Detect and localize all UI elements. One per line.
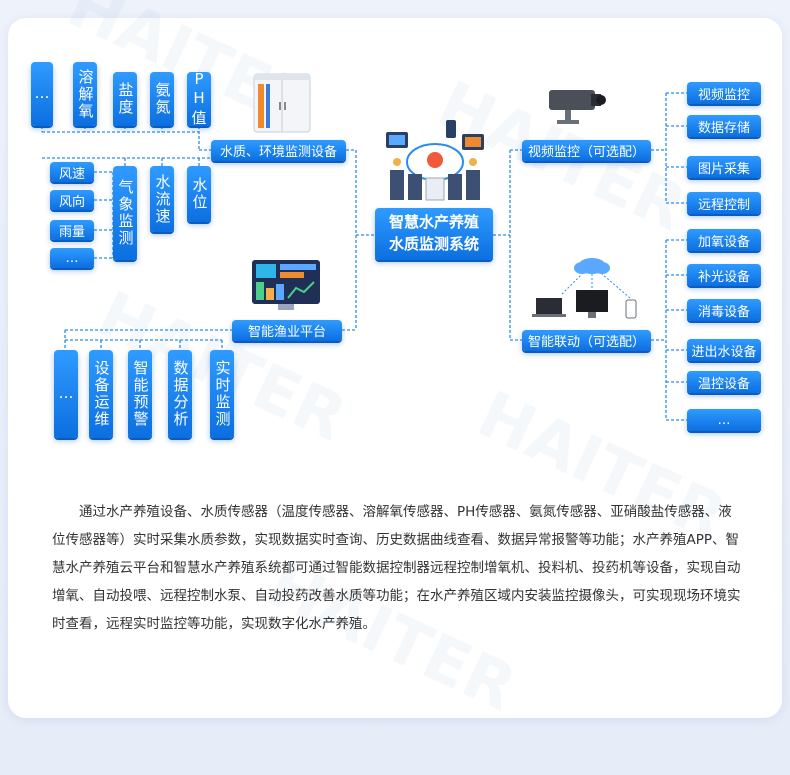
linkage-item-oxygen: 加氧设备 <box>687 229 761 251</box>
weather-item-wind-direction: 风向 <box>50 190 94 210</box>
linkage-item-light: 补光设备 <box>687 264 761 286</box>
linkage-item-temperature: 温控设备 <box>687 371 761 393</box>
linkage-item-disinfect: 消毒设备 <box>687 299 761 321</box>
video-item-monitor: 视频监控 <box>687 82 761 104</box>
water-env-label: 水质、环境监测设备 <box>211 140 346 161</box>
video-monitor-label: 视频监控（可选配） <box>522 140 651 161</box>
system-illustration-icon <box>386 120 484 201</box>
weather-monitor-box: 气象监测 <box>113 166 137 260</box>
weather-item-more: … <box>50 248 94 268</box>
description-text: 通过水产养殖设备、水质传感器（温度传感器、溶解氧传感器、PH传感器、氨氮传感器、… <box>52 504 741 632</box>
center-line-2: 水质监测系统 <box>388 235 479 253</box>
center-line-1: 智慧水产养殖 <box>388 213 479 232</box>
weather-item-wind-speed: 风速 <box>50 162 94 182</box>
water-env-item-ammonia: 氨氮 <box>150 72 174 126</box>
fishery-item-warning: 智能预警 <box>128 350 152 438</box>
monitoring-cabinet-icon <box>253 73 311 133</box>
devices-cloud-icon <box>532 258 637 319</box>
fishery-platform-label: 智能渔业平台 <box>232 320 342 341</box>
fishery-item-maintenance: 设备运维 <box>89 350 113 438</box>
linkage-item-more: … <box>687 409 761 431</box>
water-env-item-salinity: 盐度 <box>113 72 137 126</box>
camera-icon <box>549 90 606 124</box>
linkage-item-water-inout: 进出水设备 <box>687 339 761 361</box>
center-system-box: 智慧水产养殖 水质监测系统 <box>375 208 493 260</box>
video-item-storage: 数据存储 <box>687 115 761 137</box>
video-item-image: 图片采集 <box>687 156 761 178</box>
water-env-item-ph: PH值 <box>187 69 211 127</box>
weather-item-rainfall: 雨量 <box>50 220 94 240</box>
video-item-remote: 远程控制 <box>687 192 761 214</box>
water-flow-box: 水流速 <box>150 166 174 232</box>
fishery-item-analysis: 数据分析 <box>168 350 192 438</box>
water-env-item-do: 溶解氧 <box>73 62 97 126</box>
linkage-label: 智能联动（可选配） <box>522 330 651 351</box>
water-env-item-more: … <box>31 62 53 126</box>
ph-text: PH值 <box>191 69 207 127</box>
fishery-dashboard-icon <box>252 260 320 310</box>
fishery-item-more: … <box>54 350 78 438</box>
water-level-box: 水位 <box>187 166 211 222</box>
fishery-item-realtime: 实时监测 <box>210 350 234 438</box>
